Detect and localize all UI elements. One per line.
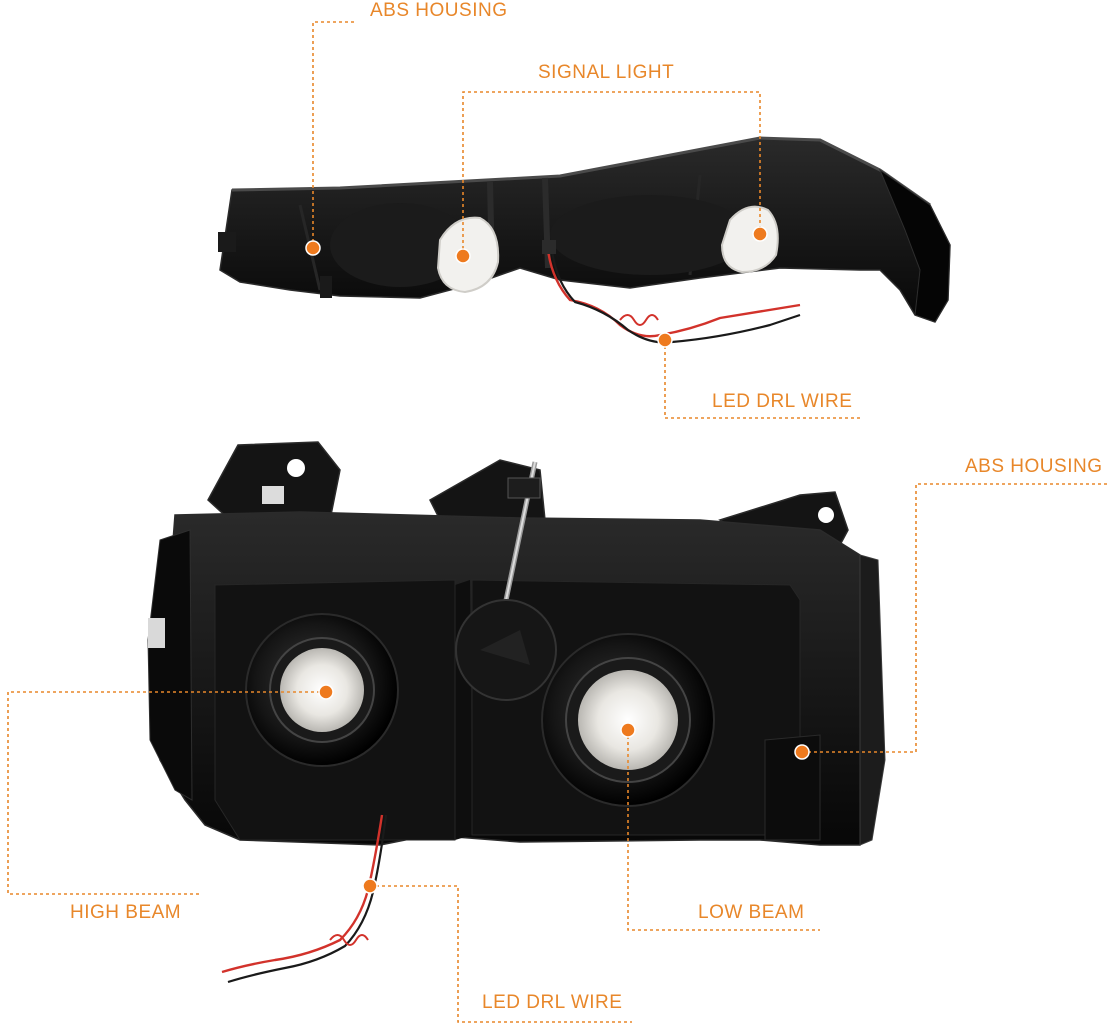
marker-signal-right: [752, 226, 768, 242]
marker-signal-left: [455, 248, 471, 264]
marker-drl-bottom: [362, 878, 378, 894]
label-led-drl-wire-top: LED DRL WIRE: [712, 391, 853, 412]
marker-abs-housing-bottom: [794, 744, 810, 760]
marker-drl-top: [657, 332, 673, 348]
adjuster-rod: [502, 461, 541, 606]
low-beam-projector: [541, 633, 715, 807]
marker-abs-housing-top: [305, 240, 321, 256]
label-abs-housing-top: ABS HOUSING: [370, 0, 508, 21]
callout-leaders: [7, 21, 1110, 1023]
label-abs-housing-bottom: ABS HOUSING: [965, 456, 1103, 477]
label-low-beam: LOW BEAM: [698, 902, 805, 923]
rubber-dust-cap: [455, 599, 557, 701]
signal-lamp-housing: [218, 136, 951, 323]
callout-markers: [305, 226, 810, 894]
marker-low-beam: [620, 722, 636, 738]
label-led-drl-wire-bottom: LED DRL WIRE: [482, 992, 623, 1013]
top-drl-wire: [542, 240, 801, 344]
bottom-drl-wire: [221, 814, 388, 984]
signal-socket-right: [720, 205, 779, 274]
marker-high-beam: [318, 684, 334, 700]
label-signal-light: SIGNAL LIGHT: [538, 62, 675, 83]
label-high-beam: HIGH BEAM: [70, 902, 182, 923]
